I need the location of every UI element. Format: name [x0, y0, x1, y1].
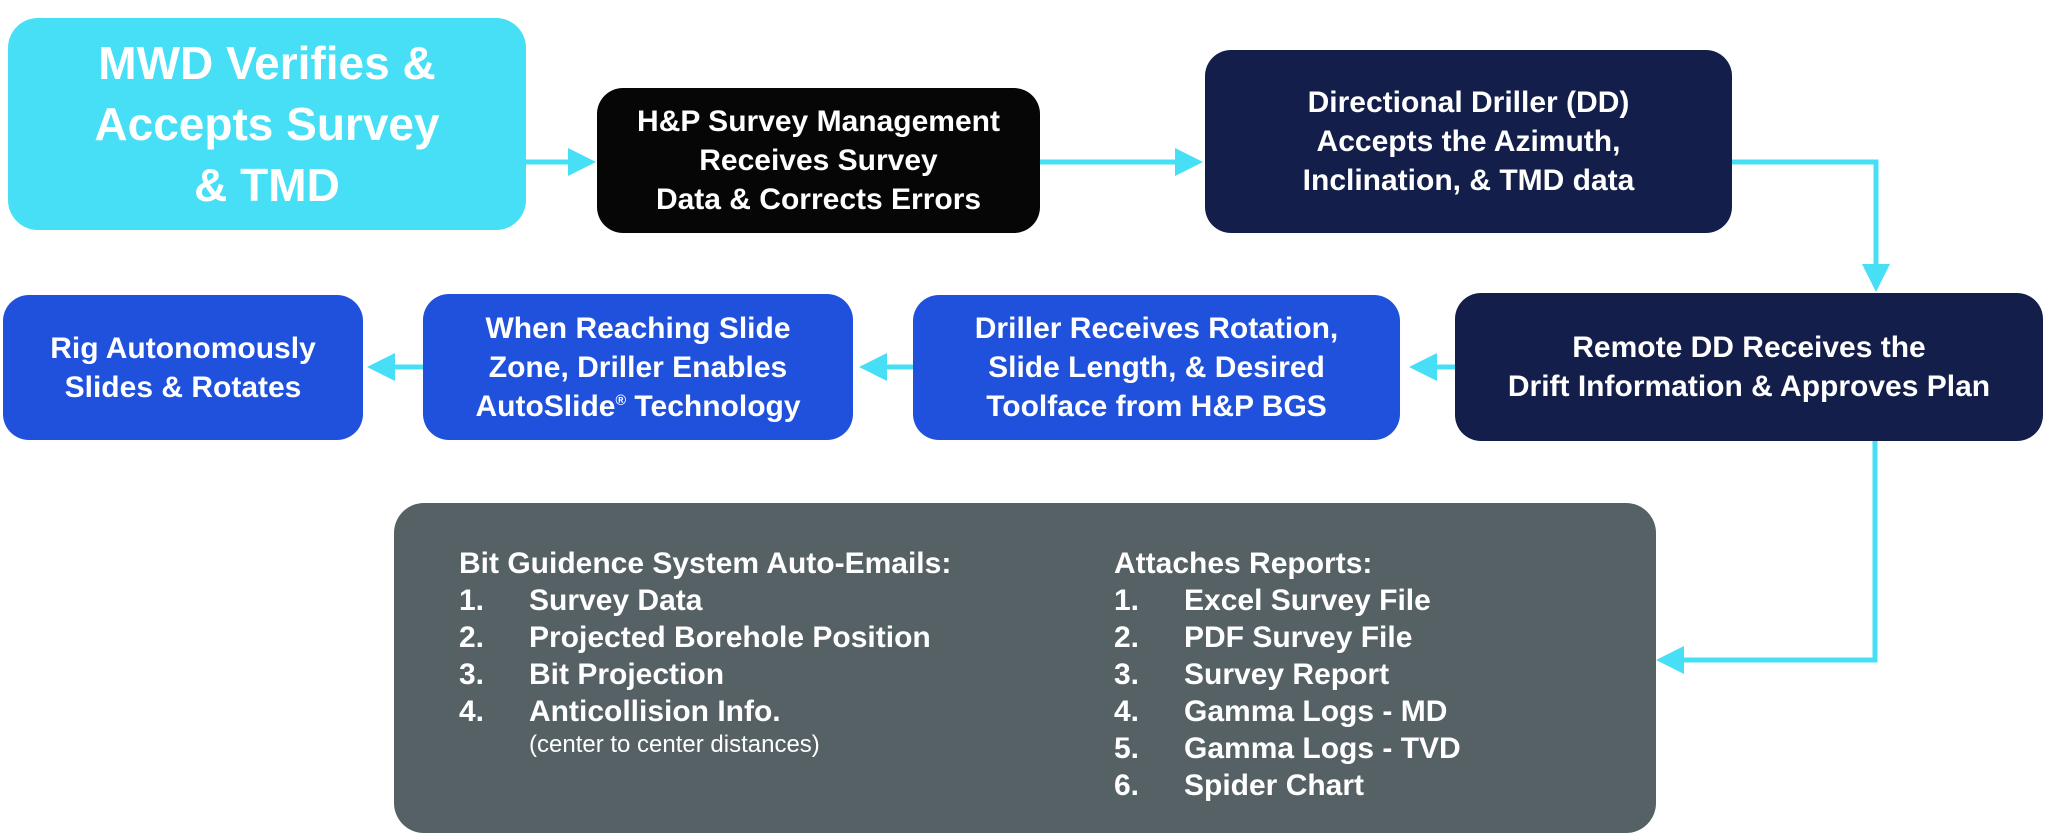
list-item: 2. PDF Survey File	[1114, 619, 1461, 656]
step-text-line: & TMD	[194, 158, 340, 211]
arrow-survey-mgmt-to-dd	[1040, 148, 1203, 176]
list-item-number: 1.	[1114, 584, 1140, 617]
list-item-number: 1.	[459, 584, 485, 617]
bgs-auto-emails-panel: Bit Guidence System Auto-Emails: 1. Surve…	[394, 503, 1656, 833]
step-text-line: Accepts Survey	[94, 97, 440, 150]
list-item: 5. Gamma Logs - TVD	[1114, 730, 1461, 767]
step-text-line: Rig Autonomously	[50, 331, 316, 365]
arrow-dd-to-remote-dd	[1732, 159, 1890, 292]
list-item-number: 5.	[1114, 732, 1140, 765]
auto-emails-heading: Bit Guidence System Auto-Emails:	[459, 547, 952, 580]
arrow-remote-dd-to-bgs-panel	[1656, 441, 1878, 674]
step-directional-driller-accepts: Directional Driller (DD) Accepts the Azi…	[1205, 50, 1732, 233]
list-item-text: Gamma Logs - TVD	[1184, 732, 1461, 765]
step-remote-dd-approves: Remote DD Receives the Drift Information…	[1455, 293, 2043, 441]
step-rig-autonomous: Rig Autonomously Slides & Rotates	[3, 295, 363, 440]
step-survey-management: H&P Survey Management Receives Survey Da…	[597, 88, 1040, 233]
step-text-line: H&P Survey Management	[637, 105, 1000, 138]
autoslide-wordmark: AutoSlide	[475, 389, 616, 423]
list-item-text: Gamma Logs - MD	[1184, 695, 1448, 728]
list-item-number: 3.	[1114, 658, 1140, 691]
step-text-line: Accepts the Azimuth,	[1316, 125, 1621, 158]
step-text-line: AutoSlide® Technology	[475, 387, 800, 426]
list-item: 1. Survey Data	[459, 582, 951, 619]
autoslide-wordmark-suffix: Technology	[626, 389, 801, 423]
step-mwd-verifies: MWD Verifies & Accepts Survey & TMD	[8, 18, 526, 230]
step-text-line: Driller Receives Rotation,	[974, 312, 1339, 345]
list-item: 6. Spider Chart	[1114, 767, 1461, 804]
step-text-line: Zone, Driller Enables	[488, 350, 788, 384]
arrow-remote-dd-to-driller	[1409, 353, 1458, 381]
step-text-line: Slides & Rotates	[64, 370, 302, 404]
list-item: 1. Excel Survey File	[1114, 582, 1461, 619]
list-item: 4. Gamma Logs - MD	[1114, 693, 1461, 730]
step-text-line: Inclination, & TMD data	[1302, 164, 1635, 197]
list-item-number: 6.	[1114, 769, 1140, 802]
arrow-mwd-to-survey-mgmt	[526, 148, 596, 176]
arrow-driller-to-autoslide	[859, 353, 913, 381]
step-text-line: Drift Information & Approves Plan	[1507, 370, 1991, 403]
list-item: 3. Survey Report	[1114, 656, 1461, 693]
list-item-number: 3.	[459, 658, 485, 691]
list-item-text: Survey Report	[1184, 658, 1390, 691]
step-text-line: When Reaching Slide	[485, 311, 791, 345]
list-item-text: Spider Chart	[1184, 769, 1365, 802]
anticollision-note: (center to center distances)	[529, 731, 820, 758]
list-item-number: 4.	[1114, 695, 1140, 728]
list-item-number: 4.	[459, 695, 485, 728]
auto-emails-column: Bit Guidence System Auto-Emails: 1. Surve…	[459, 545, 951, 760]
list-item-text: Projected Borehole Position	[529, 621, 931, 654]
step-text-line: Data & Corrects Errors	[655, 183, 982, 216]
list-item: 2. Projected Borehole Position	[459, 619, 951, 656]
arrow-autoslide-to-rig	[367, 353, 423, 381]
list-item-number: 2.	[1114, 621, 1140, 654]
attached-reports-column: Attaches Reports: 1. Excel Survey File 2.…	[1114, 545, 1461, 804]
step-text-line: Remote DD Receives the	[1572, 331, 1926, 364]
step-text-line: Directional Driller (DD)	[1307, 86, 1630, 119]
list-item: 3. Bit Projection	[459, 656, 951, 693]
step-driller-receives-rotation: Driller Receives Rotation, Slide Length,…	[913, 295, 1400, 440]
list-item-text: Anticollision Info.	[529, 695, 781, 728]
step-text-line: MWD Verifies &	[98, 36, 436, 89]
list-item-text: Excel Survey File	[1184, 584, 1431, 617]
list-item-text: Bit Projection	[529, 658, 725, 691]
list-item-text: PDF Survey File	[1184, 621, 1413, 654]
step-enables-autoslide: When Reaching Slide Zone, Driller Enable…	[423, 294, 853, 440]
step-text-line: Receives Survey	[699, 144, 938, 177]
step-text-line: Slide Length, & Desired	[988, 351, 1325, 384]
list-item-text: Survey Data	[529, 584, 703, 617]
list-item: 4. Anticollision Info.	[459, 693, 951, 730]
step-text-line: Toolface from H&P BGS	[986, 390, 1327, 423]
registered-trademark-symbol: ®	[615, 392, 627, 409]
list-item-number: 2.	[459, 621, 485, 654]
attached-reports-heading: Attaches Reports:	[1114, 547, 1373, 580]
